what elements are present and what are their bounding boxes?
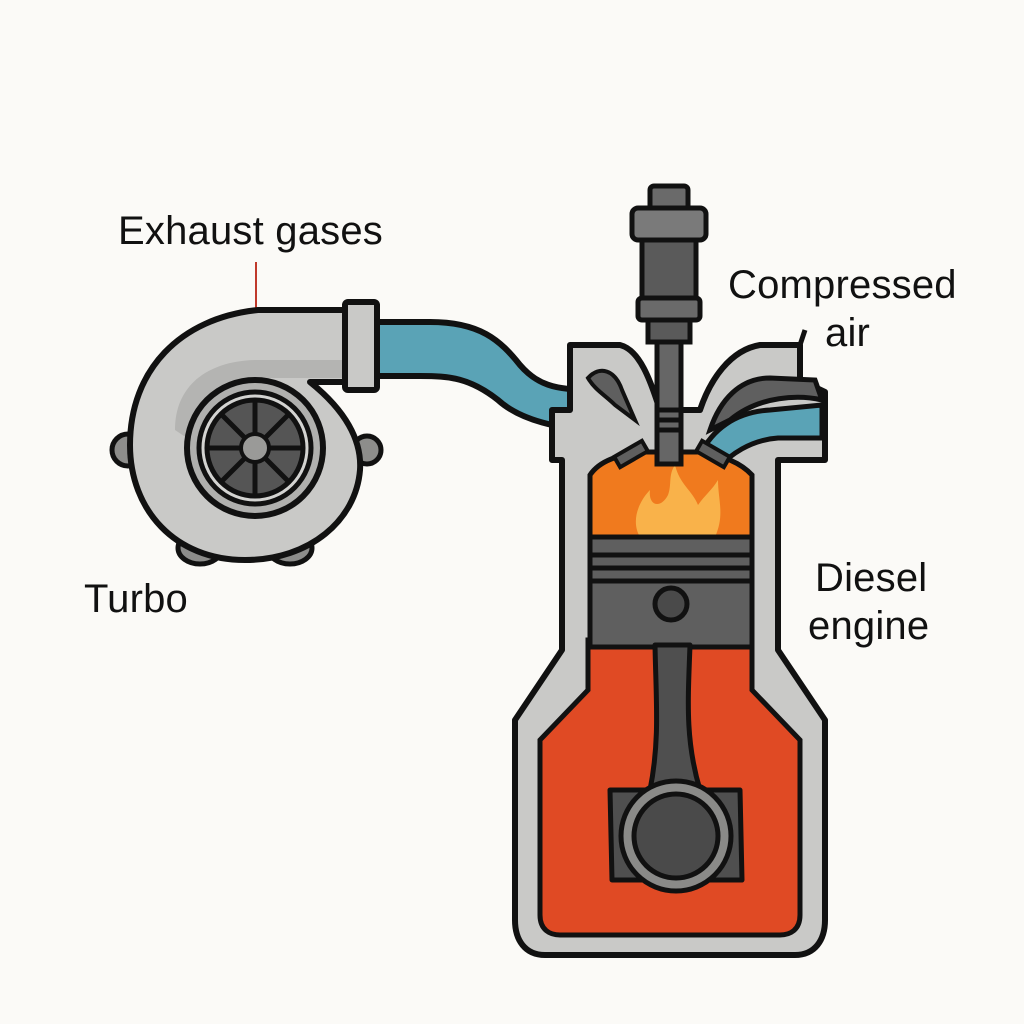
label-turbo: Turbo xyxy=(84,577,189,621)
turbo-housing-shade xyxy=(175,360,345,440)
injector-stem xyxy=(654,339,684,467)
label-diesel: Diesel xyxy=(815,556,928,600)
crank-journal xyxy=(631,791,721,881)
fuel-injector xyxy=(629,183,709,467)
left-port-dark xyxy=(585,368,640,427)
label-compressed: Compressed xyxy=(728,263,957,307)
piston-pin xyxy=(652,585,690,623)
intake-valve-left xyxy=(611,438,651,470)
flame xyxy=(635,465,721,537)
turbo-outlet-flange xyxy=(342,299,380,393)
piston-rings xyxy=(590,552,752,584)
turbo-hub xyxy=(239,432,271,464)
label-air: air xyxy=(825,311,871,355)
injector-body xyxy=(639,237,699,301)
label-engine: engine xyxy=(808,604,930,648)
engine-block xyxy=(512,342,828,958)
label-exhaust-gases: Exhaust gases xyxy=(118,209,383,253)
compressed-air-leader xyxy=(797,329,808,346)
injector-collar xyxy=(635,295,703,323)
injector-neck xyxy=(645,317,693,345)
turbocharger xyxy=(109,299,384,567)
injector-nut xyxy=(629,205,709,243)
exhaust-valve-right xyxy=(693,438,733,470)
right-port-dark xyxy=(705,375,826,435)
